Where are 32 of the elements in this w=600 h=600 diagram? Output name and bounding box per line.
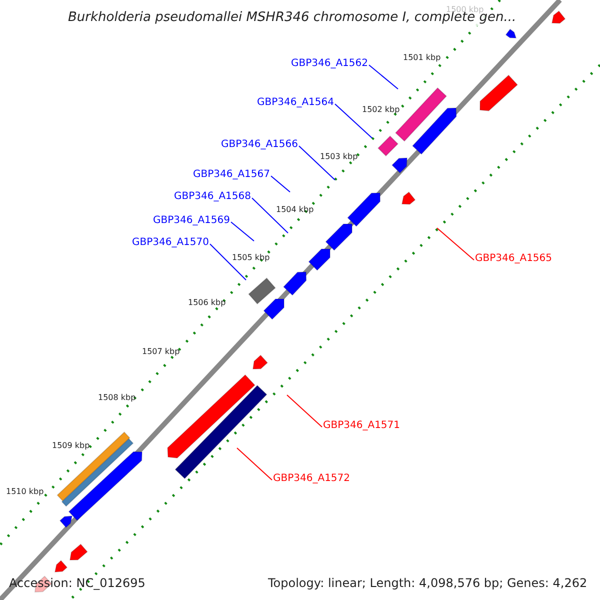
gene-label: GBP346_A1570 (132, 237, 209, 249)
gene-label: GBP346_A1562 (290, 58, 368, 70)
info-text: Topology: linear; Length: 4,098,576 bp; Genes: 4,262 (268, 576, 588, 590)
leader-line (252, 198, 288, 234)
scale-label: 1502 kbp (362, 105, 400, 115)
leader-line (210, 244, 246, 280)
info-text: Accession: NC_012695 (9, 576, 146, 590)
leader-line (270, 176, 290, 192)
gene-label: GBP346_A1564 (256, 97, 334, 109)
leader-line (298, 146, 336, 180)
scale-label: 1506 kbp (188, 298, 226, 308)
scale-label: 1503 kbp (320, 152, 358, 162)
scale-label: 1510 kbp (6, 487, 44, 497)
scale-label: 1501 kbp (403, 53, 441, 63)
scale-label: 1505 kbp (232, 253, 270, 263)
gene-label: GBP346_A1565 (475, 253, 552, 265)
gene-label: GBP346_A1566 (220, 139, 298, 151)
leader-line (286, 394, 322, 428)
gene-label: GBP346_A1571 (323, 420, 400, 432)
gene-label: GBP346_A1572 (273, 473, 350, 485)
leader-line (368, 64, 398, 90)
gene-label: GBP346_A1567 (192, 169, 270, 181)
leader-line (230, 222, 254, 242)
leader-line (436, 228, 474, 260)
gene-label: GBP346_A1568 (174, 191, 251, 203)
gene-label: GBP346_A1569 (152, 215, 230, 227)
scale-label: 1509 kbp (52, 441, 90, 451)
scale-label: 1504 kbp (276, 205, 314, 215)
leader-line (236, 448, 272, 480)
leader-line (334, 104, 372, 138)
scale-label: 1508 kbp (98, 393, 136, 403)
scale-label: 1507 kbp (142, 347, 180, 357)
